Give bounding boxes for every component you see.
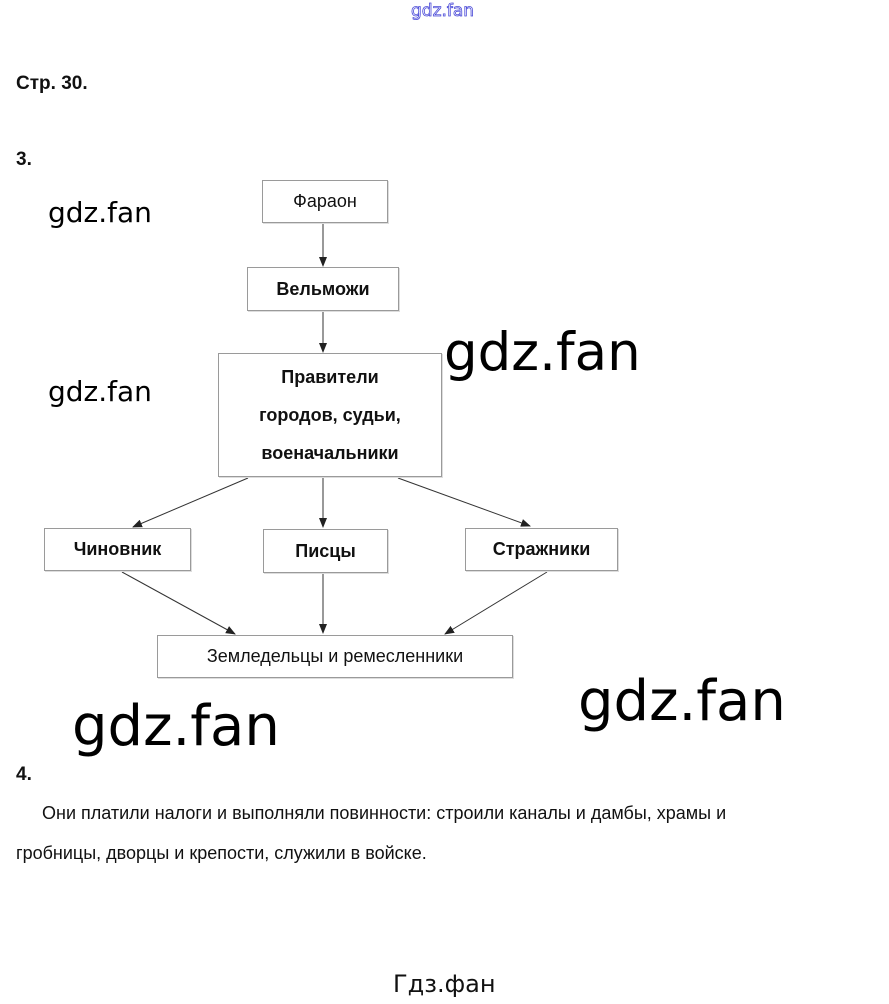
box-scribes: Писцы	[263, 529, 388, 573]
footer-watermark: Гдз.фан	[393, 970, 496, 998]
arrow	[132, 477, 249, 528]
arrow	[444, 571, 548, 635]
box-farmers: Земледельцы и ремесленники	[157, 635, 513, 678]
watermark-left-1: gdz.fan	[48, 196, 152, 229]
page-heading: Стр. 30.	[16, 73, 88, 94]
box-nobles: Вельможи	[247, 267, 399, 311]
watermark-center: gdz.fan	[444, 322, 641, 383]
task-4-number: 4.	[16, 764, 32, 785]
box-guards: Стражники	[465, 528, 618, 571]
watermark-left-2: gdz.fan	[48, 375, 152, 408]
watermark-bottom-right: gdz.fan	[578, 669, 786, 734]
box-pharaoh: Фараон	[262, 180, 388, 223]
box-officials: Чиновник	[44, 528, 191, 571]
rulers-line-2: городов, судьи,	[259, 405, 401, 425]
task-4-line-2: гробницы, дворцы и крепости, служили в в…	[16, 843, 427, 863]
rulers-line-3: военачальники	[261, 443, 399, 463]
watermark-bottom-left: gdz.fan	[72, 694, 280, 759]
task-3-number: 3.	[16, 149, 32, 170]
arrow	[121, 571, 236, 635]
box-rulers: Правители городов, судьи, военачальники	[218, 353, 442, 477]
arrow	[397, 477, 531, 527]
task-4-line-1: Они платили налоги и выполняли повинност…	[42, 803, 727, 823]
rulers-line-1: Правители	[281, 367, 379, 387]
watermark-top: gdz.fan	[411, 1, 475, 22]
